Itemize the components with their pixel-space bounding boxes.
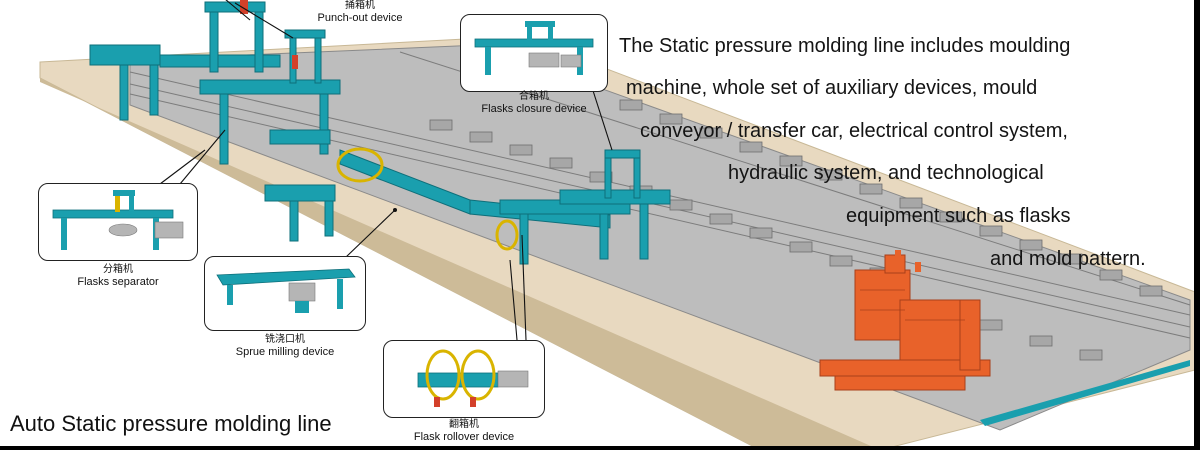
flasks-separator-thumbnail <box>52 190 184 250</box>
sprue-milling-caption: 铣浇口机 Sprue milling device <box>205 334 365 358</box>
sprue-milling-zh: 铣浇口机 <box>265 334 305 345</box>
punch-out-en: Punch-out device <box>317 11 403 24</box>
flasks-closure-en: Flasks closure device <box>481 102 587 115</box>
right-border <box>1194 0 1200 450</box>
description-line-3: conveyor / transfer car, electrical cont… <box>640 120 1068 142</box>
line-title: Auto Static pressure molding line <box>10 411 332 436</box>
flask-rollover-thumbnail <box>417 349 529 407</box>
flask-rollover-caption: 翻箱机 Flask rollover device <box>393 419 535 443</box>
orange-post <box>895 250 921 272</box>
flasks-closure-callout <box>460 14 608 92</box>
flasks-closure-caption: 合箱机 Flasks closure device <box>460 91 608 115</box>
sprue-milling-thumbnail <box>216 268 356 313</box>
yellow-rings <box>336 147 519 251</box>
flasks-separator-caption: 分箱机 Flasks separator <box>58 264 178 288</box>
punch-out-caption: 捅箱机 Punch-out device <box>300 0 420 24</box>
flask-rollover-callout <box>383 340 545 418</box>
flasks-separator-callout <box>38 183 198 261</box>
sprue-milling-callout <box>204 256 366 331</box>
description-line-6: and mold pattern. <box>990 248 1146 270</box>
flasks-closure-thumbnail <box>474 21 594 75</box>
molding-machine-detail <box>860 289 965 321</box>
flasks-separator-zh: 分箱机 <box>103 264 133 275</box>
orange-molding-machine <box>819 254 991 391</box>
description-line-2: machine, whole set of auxiliary devices,… <box>626 77 1038 99</box>
bottom-border <box>0 446 1200 450</box>
teal-machinery <box>89 1 671 265</box>
flask-rollover-zh: 翻箱机 <box>449 419 479 430</box>
flask-rollover-en: Flask rollover device <box>413 430 515 443</box>
leader-dot <box>393 208 397 212</box>
description-line-5: equipment such as flasks <box>846 205 1071 227</box>
flasks-separator-en: Flasks separator <box>77 275 159 288</box>
punch-out-zh: 捅箱机 <box>345 0 375 11</box>
description-line-4: hydraulic system, and technological <box>728 162 1044 184</box>
red-cylinders <box>240 0 298 69</box>
end-conveyor <box>980 360 1190 426</box>
sprue-milling-en: Sprue milling device <box>235 345 335 358</box>
flasks-closure-zh: 合箱机 <box>519 91 549 102</box>
description-line-1: The Static pressure molding line include… <box>619 35 1071 57</box>
